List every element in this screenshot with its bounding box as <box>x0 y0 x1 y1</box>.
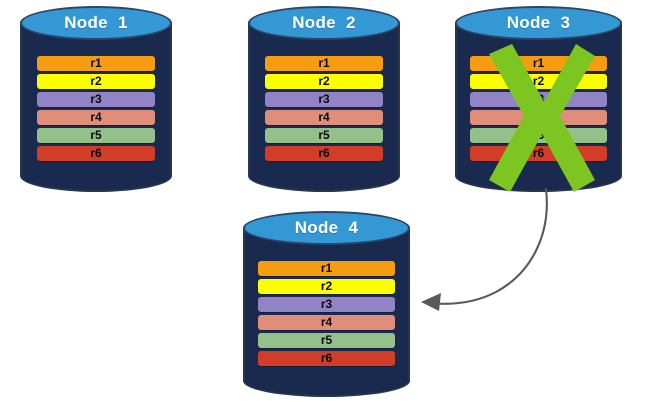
arrowhead-icon <box>421 293 441 311</box>
record-row: r2 <box>258 279 395 294</box>
record-row: r5 <box>264 128 384 143</box>
record-row: r4 <box>264 110 384 125</box>
node-4-label: Node 4 <box>294 218 359 237</box>
record-row: r1 <box>258 261 395 276</box>
record-row: r6 <box>470 146 607 161</box>
cylinder-top-ellipse <box>243 211 410 245</box>
node-1-cylinder[interactable]: Node 1 r1 r2 r3 r4 r5 r6 <box>20 6 172 192</box>
record-row: r2 <box>36 74 156 89</box>
node-3-label: Node 3 <box>506 13 571 32</box>
record-row: r5 <box>258 333 395 348</box>
record-row: r1 <box>36 56 156 71</box>
record-row: r6 <box>36 146 156 161</box>
node-4-cylinder[interactable]: Node 4 r1 r2 r3 r4 r5 r6 <box>243 211 410 397</box>
record-row: r1 <box>470 56 607 71</box>
cylinder-top-ellipse <box>455 6 622 40</box>
node-4-records: r1 r2 r3 r4 r5 r6 <box>258 261 395 366</box>
cylinder-top-ellipse <box>248 6 400 40</box>
record-row: r2 <box>264 74 384 89</box>
node-2-records: r1 r2 r3 r4 r5 r6 <box>264 56 384 161</box>
record-row: r4 <box>470 110 607 125</box>
record-row: r5 <box>470 128 607 143</box>
node-3-records: r1 r2 r3 r4 r5 r6 <box>470 56 607 161</box>
record-row: r6 <box>264 146 384 161</box>
record-row: r5 <box>36 128 156 143</box>
record-row: r3 <box>470 92 607 107</box>
node-1-records: r1 r2 r3 r4 r5 r6 <box>36 56 156 161</box>
record-row: r3 <box>258 297 395 312</box>
record-row: r3 <box>36 92 156 107</box>
node-2-cylinder[interactable]: Node 2 r1 r2 r3 r4 r5 r6 <box>248 6 400 192</box>
record-row: r4 <box>36 110 156 125</box>
node-2-label: Node 2 <box>292 13 356 32</box>
node-1-label: Node 1 <box>64 13 128 32</box>
record-row: r1 <box>264 56 384 71</box>
cylinder-top-ellipse <box>20 6 172 40</box>
record-row: r3 <box>264 92 384 107</box>
record-row: r2 <box>470 74 607 89</box>
node-3-cylinder[interactable]: Node 3 r1 r2 r3 r4 r5 r6 <box>455 6 622 192</box>
record-row: r6 <box>258 351 395 366</box>
record-row: r4 <box>258 315 395 330</box>
